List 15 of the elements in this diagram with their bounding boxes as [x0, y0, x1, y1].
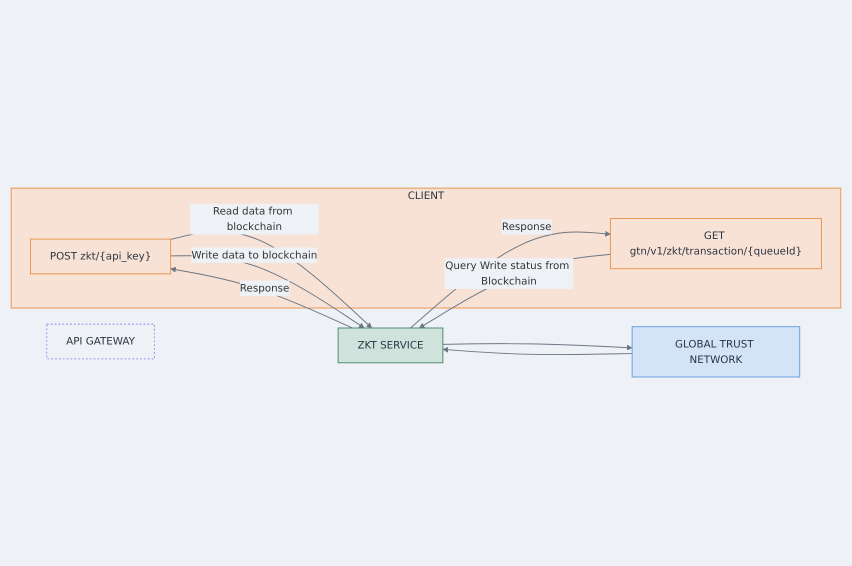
edge-label: Response — [240, 282, 290, 294]
node-box: GET gtn/v1/zkt/transaction/{queueId} — [610, 218, 822, 270]
arrow — [170, 267, 353, 329]
arrow — [170, 256, 365, 329]
edge-label: Query Write status from Blockchain — [445, 260, 570, 288]
node-box: POST zkt/{api_key} — [30, 239, 172, 275]
arrow — [442, 347, 633, 356]
node-box: ZKT SERVICE — [338, 328, 444, 364]
arrow — [418, 254, 611, 329]
node-box: GLOBAL TRUST NETWORK — [632, 326, 800, 378]
edge-label: Response — [502, 220, 552, 234]
edge-label: Read data from blockchain — [212, 205, 293, 234]
arrow — [442, 344, 632, 351]
node-box: API GATEWAY — [46, 324, 155, 360]
edge-label: Write data to blockchain — [191, 249, 318, 262]
